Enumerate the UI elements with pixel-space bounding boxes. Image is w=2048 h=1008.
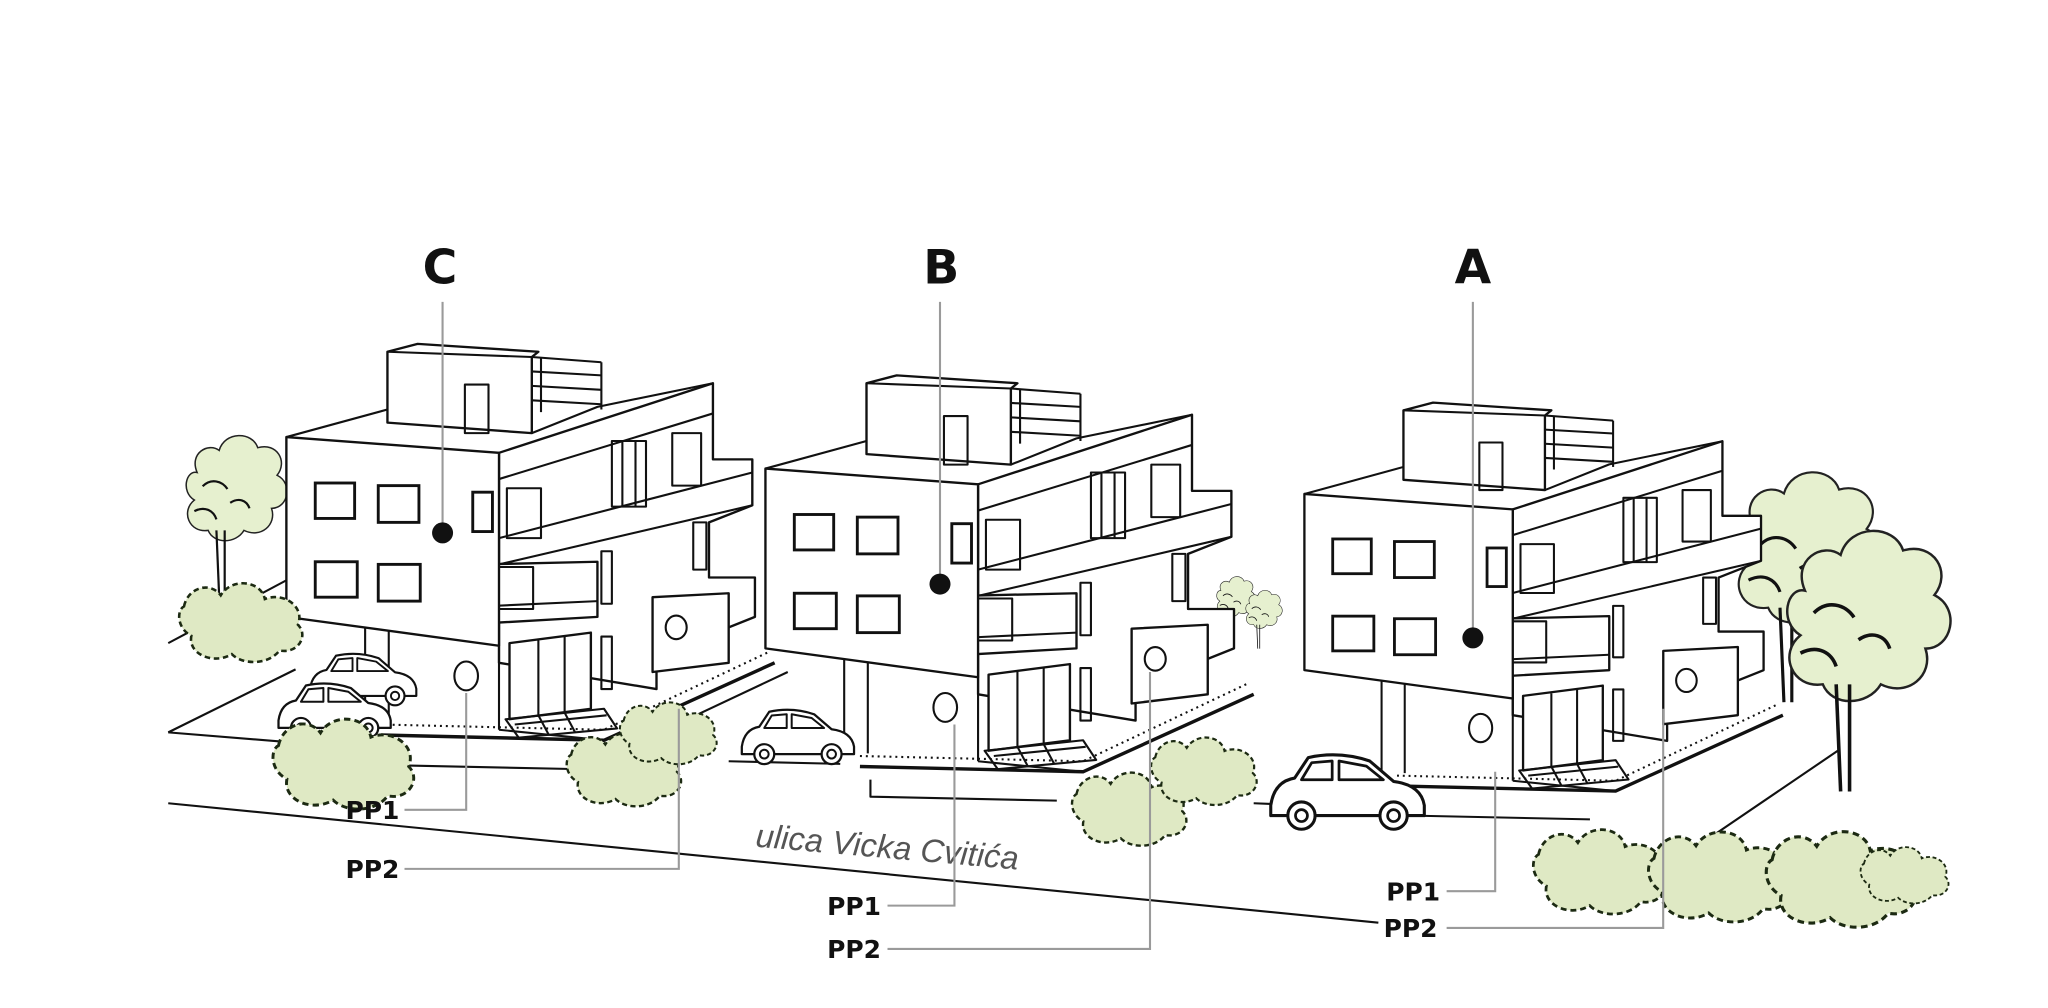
bush-icon — [1859, 846, 1950, 905]
building-marker-dot — [929, 573, 951, 595]
car-icon — [1269, 753, 1426, 831]
pp1-label-c: PP1 — [345, 796, 399, 825]
building-a-callouts: A PP1 PP2 — [1384, 241, 1665, 943]
building-label-b: B — [923, 241, 959, 296]
pp2-label-a: PP2 — [1384, 914, 1438, 943]
pp2-label-c: PP2 — [345, 855, 399, 884]
pp2-label-b: PP2 — [827, 935, 881, 964]
building-label-c: C — [423, 241, 458, 296]
building-label-a: A — [1455, 241, 1492, 296]
building-a-drawing — [1302, 400, 1785, 822]
car-icon — [740, 708, 856, 766]
street-name: ulica Vicka Cvitića — [754, 817, 1020, 877]
tree-icon — [1245, 590, 1283, 650]
bush-icon — [1531, 828, 1667, 916]
building-b-callouts: B PP1 PP2 — [827, 241, 1152, 964]
pp1-label-b: PP1 — [827, 892, 881, 921]
tree-icon — [1785, 529, 1953, 794]
bush-icon — [1150, 736, 1258, 807]
bush-icon — [177, 581, 304, 664]
tree-icon — [185, 434, 289, 598]
pp1-label-a: PP1 — [1386, 877, 1440, 906]
building-marker-dot — [432, 522, 454, 544]
building-c-callouts: C PP1 PP2 — [345, 241, 680, 884]
building-marker-dot — [1462, 627, 1484, 649]
